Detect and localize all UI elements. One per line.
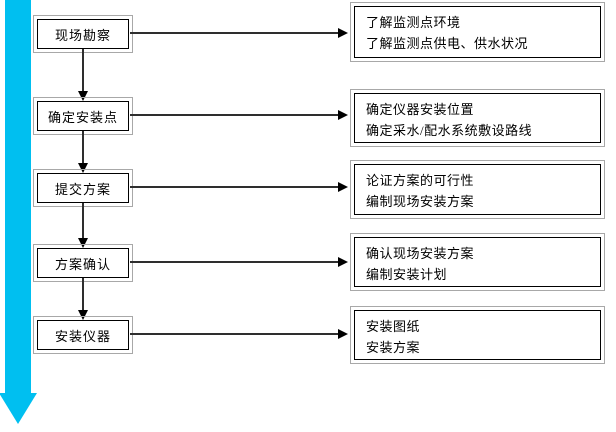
stage-label: 确定安装点 (47, 109, 118, 125)
connector-line-right-3 (130, 186, 339, 188)
arrowhead-down-icon (78, 238, 88, 248)
timeline-arrow-shaft (5, 0, 31, 394)
detail-line: 编制现场安装方案 (366, 194, 475, 209)
detail-line: 论证方案的可行性 (366, 173, 475, 188)
detail-line: 确定仪器安装位置 (366, 102, 475, 117)
stage-label: 安装仪器 (54, 328, 111, 344)
stage-label: 现场勘察 (54, 27, 111, 43)
detail-line: 确定采水/配水系统敷设路线 (366, 123, 533, 138)
detail-line: 了解监测点供电、供水状况 (366, 36, 529, 51)
connector-line-down-2 (82, 131, 84, 163)
detail-line: 编制安装计划 (366, 267, 448, 282)
stage-label: 提交方案 (54, 181, 111, 197)
arrowhead-right-icon (338, 110, 348, 120)
detail-box-determine-install-point: 确定仪器安装位置 确定采水/配水系统敷设路线 (350, 89, 605, 147)
connector-line-down-1 (82, 49, 84, 91)
stage-box-submit-plan: 提交方案 (33, 169, 133, 207)
detail-box-install-instruments: 安装图纸 安装方案 (350, 306, 605, 364)
arrowhead-down-icon (78, 310, 88, 320)
arrowhead-right-icon (338, 182, 348, 192)
stage-box-plan-confirmation: 方案确认 (33, 244, 133, 282)
detail-line: 确认现场安装方案 (366, 246, 475, 261)
stage-box-site-survey: 现场勘察 (33, 15, 133, 53)
detail-box-submit-plan: 论证方案的可行性 编制现场安装方案 (350, 160, 605, 219)
arrowhead-down-icon (78, 163, 88, 173)
connector-line-right-1 (130, 32, 339, 34)
connector-line-down-4 (82, 278, 84, 310)
detail-line: 了解监测点环境 (366, 15, 461, 30)
connector-line-right-4 (130, 261, 339, 263)
connector-line-down-3 (82, 203, 84, 238)
detail-line: 安装图纸 (366, 319, 421, 334)
connector-line-right-2 (130, 114, 339, 116)
timeline-arrow-head-icon (0, 393, 37, 424)
connector-line-right-5 (130, 333, 339, 335)
arrowhead-right-icon (338, 28, 348, 38)
stage-label: 方案确认 (54, 256, 111, 272)
stage-box-determine-install-point: 确定安装点 (33, 97, 133, 135)
detail-box-site-survey: 了解监测点环境 了解监测点供电、供水状况 (350, 2, 605, 62)
arrowhead-down-icon (78, 91, 88, 101)
arrowhead-right-icon (338, 257, 348, 267)
detail-box-plan-confirmation: 确认现场安装方案 编制安装计划 (350, 233, 605, 291)
detail-line: 安装方案 (366, 340, 421, 355)
stage-box-install-instruments: 安装仪器 (33, 316, 133, 354)
arrowhead-right-icon (338, 329, 348, 339)
